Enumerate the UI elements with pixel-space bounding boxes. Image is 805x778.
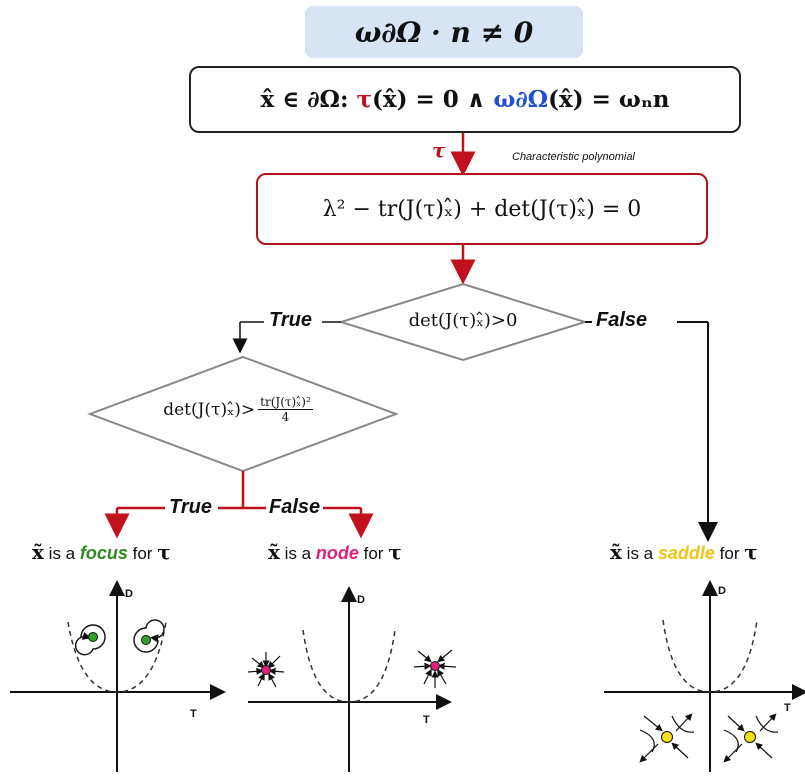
node-result-label: x̃ is a node for τ [268,540,402,564]
focus-post: for [132,544,153,563]
definition-rhs: (x̂) = ωₙn [548,86,670,113]
saddle-pre: is a [626,544,654,563]
saddle-axis-t: T [784,702,791,714]
decision1-true-label: True [266,309,315,332]
focus-x: x̃ [32,540,44,564]
decision2-false-label: False [266,496,324,519]
focus-point-left [88,632,98,642]
decision2-true-label: True [166,496,215,519]
characteristic-polynomial-note: Characteristic polynomial [512,151,635,163]
saddle-result-label: x̃ is a saddle for τ [610,540,758,564]
decision2-lhs: det(J(τ)ₓ̂)> [163,399,256,420]
decision2-text: det(J(τ)ₓ̂)> tr(J(τ)ₓ̂)² 4 [118,395,358,424]
saddle-point-left [661,731,673,743]
decision2-fraction: tr(J(τ)ₓ̂)² 4 [258,395,313,424]
title-condition-text: ω∂Ω · n ≠ 0 [354,15,534,49]
focus-axis-t: T [190,708,197,720]
focus-result-label: x̃ is a focus for τ [32,540,171,564]
node-post: for [363,544,384,563]
node-x: x̃ [268,540,280,564]
node-axis-t: T [423,714,430,726]
focus-phase-plot [10,580,226,772]
node-tau: τ [388,540,402,564]
saddle-post: for [719,544,740,563]
definition-lhs: x̂ ∈ ∂Ω: [260,86,349,113]
arrow-tau-label: τ [432,138,446,162]
node-point-left [261,665,271,675]
title-condition-box: ω∂Ω · n ≠ 0 [305,6,583,58]
decision2-denominator: 4 [281,410,290,424]
decision1-diamond [337,282,589,362]
definition-tau: τ [356,86,373,113]
node-word: node [315,543,359,563]
focus-axis-d: D [125,588,133,600]
definition-box: x̂ ∈ ∂Ω: τ(x̂) = 0 ∧ ω∂Ω(x̂) = ωₙn [189,66,741,133]
saddle-phase-plot [604,580,805,772]
focus-pre: is a [48,544,76,563]
saddle-x: x̃ [610,540,622,564]
characteristic-polynomial-text: λ² − tr(J(τ)ₓ̂) + det(J(τ)ₓ̂) = 0 [322,196,642,222]
decision1-false-label: False [593,309,651,332]
node-point-right [430,661,440,671]
node-axis-d: D [357,594,365,606]
saddle-point-right [744,731,756,743]
decision1-text: det(J(τ)ₓ̂)>0 [408,310,518,331]
saddle-tau: τ [744,540,758,564]
characteristic-polynomial-box: λ² − tr(J(τ)ₓ̂) + det(J(τ)ₓ̂) = 0 [256,173,708,245]
node-pre: is a [284,544,312,563]
focus-point-right [141,635,151,645]
saddle-axis-d: D [718,585,726,597]
focus-tau: τ [157,540,171,564]
decision2-numerator: tr(J(τ)ₓ̂)² [258,395,313,410]
focus-word: focus [79,543,128,563]
definition-mid: (x̂) = 0 ∧ [372,86,486,113]
definition-omega: ω∂Ω [493,86,549,113]
node-phase-plot [247,586,457,772]
saddle-word: saddle [657,543,715,563]
